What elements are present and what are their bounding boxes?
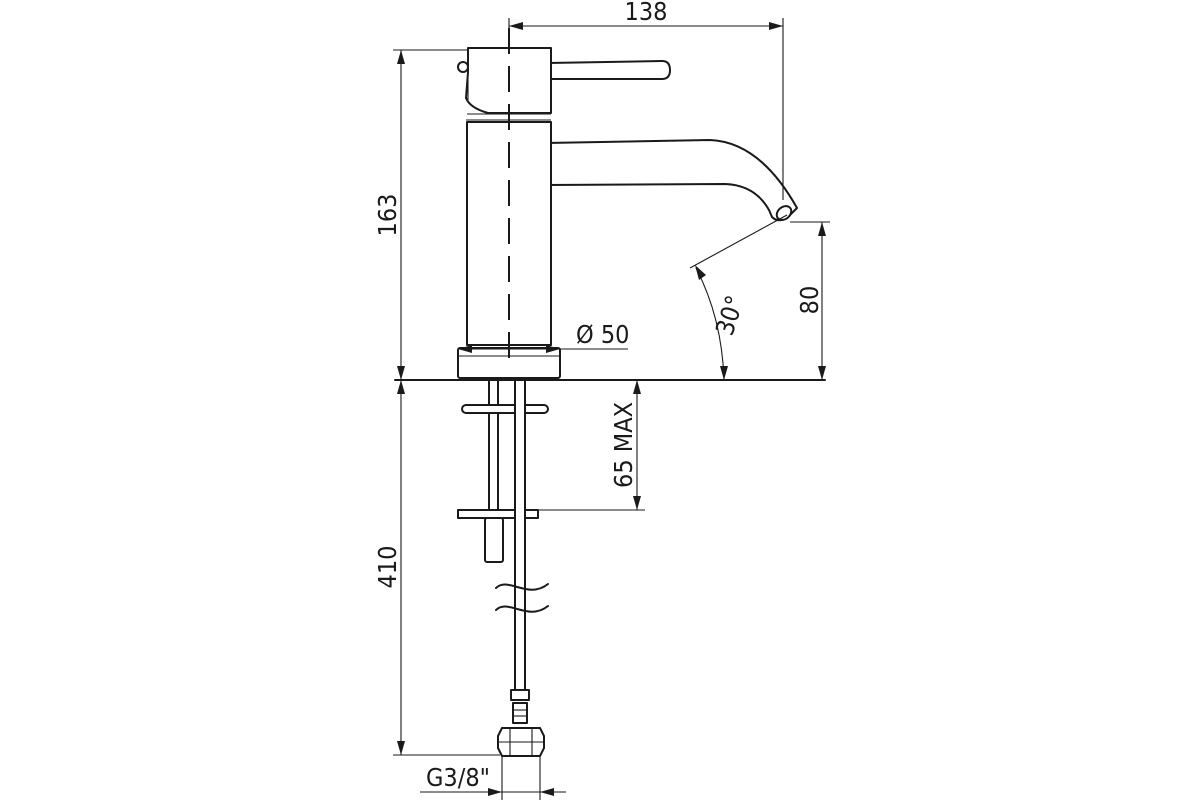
arrow xyxy=(720,366,728,380)
dim-label-diameter: Ø 50 xyxy=(576,320,629,349)
dim-label-138: 138 xyxy=(625,0,668,26)
dim-label-163: 163 xyxy=(373,194,402,237)
arrow xyxy=(546,345,560,353)
hose-ferrule-2 xyxy=(512,702,528,724)
set-screw xyxy=(457,61,469,73)
arrow xyxy=(695,265,706,280)
arrow xyxy=(509,22,523,30)
dim-spout-height: 80 xyxy=(790,221,830,380)
spout xyxy=(545,139,798,222)
arrow xyxy=(488,788,502,796)
dim-total-width: 138 xyxy=(508,0,784,200)
arrow xyxy=(397,741,405,755)
faucet-body xyxy=(457,28,798,379)
mounting-hardware xyxy=(457,379,549,757)
upper-washer xyxy=(461,404,549,414)
mounting-nut xyxy=(484,517,504,563)
dim-deck-thickness: 65 MAX xyxy=(538,380,645,511)
arrow xyxy=(633,496,641,510)
break-symbol-bottom xyxy=(495,605,549,613)
arrow xyxy=(633,380,641,394)
dim-base-diameter: Ø 50 xyxy=(458,320,629,353)
dim-total-height: 163 xyxy=(373,49,468,380)
arrow xyxy=(397,380,405,394)
arrow xyxy=(458,345,472,353)
arrow xyxy=(818,222,826,236)
dim-label-thread: G3/8" xyxy=(426,763,490,792)
arrow xyxy=(818,366,826,380)
dim-thread: G3/8" xyxy=(420,756,566,800)
dim-label-30deg: 30° xyxy=(710,292,750,339)
arrow xyxy=(397,366,405,380)
dim-hose-length: 410 xyxy=(373,380,500,756)
supply-hose xyxy=(514,379,526,691)
dim-label-65max: 65 MAX xyxy=(609,402,638,488)
spout-aerator xyxy=(775,205,793,221)
angle-ray xyxy=(689,214,788,269)
lever-handle xyxy=(547,60,671,80)
arrow xyxy=(540,788,554,796)
hose-ferrule xyxy=(510,689,530,701)
break-symbol-top xyxy=(495,583,549,591)
arrow xyxy=(769,22,783,30)
dim-label-80: 80 xyxy=(795,286,824,315)
arrow xyxy=(397,50,405,64)
dim-spout-angle: 30° xyxy=(689,214,788,381)
dim-label-410: 410 xyxy=(373,546,402,589)
